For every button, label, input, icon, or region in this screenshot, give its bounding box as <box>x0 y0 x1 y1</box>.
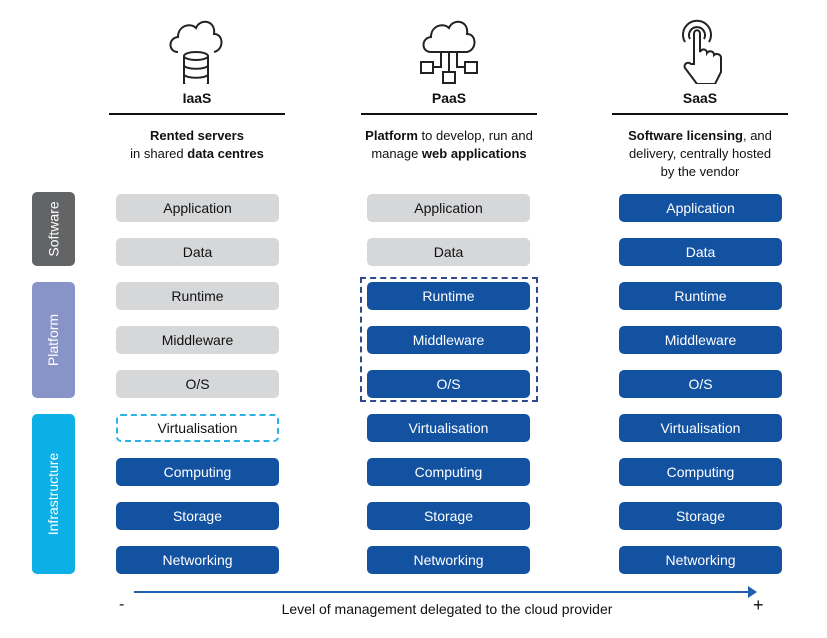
description-line: Software licensing, and <box>605 127 795 145</box>
iaas-layer-middleware: Middleware <box>116 326 279 354</box>
arrowhead-icon <box>748 586 757 598</box>
paas-layer-middleware: Middleware <box>367 326 530 354</box>
description-line: Platform to develop, run and <box>354 127 544 145</box>
iaas-layer-networking: Networking <box>116 546 279 574</box>
iaas-layer-computing: Computing <box>116 458 279 486</box>
paas-layer-storage: Storage <box>367 502 530 530</box>
category-label: Infrastructure <box>45 452 62 536</box>
saas-layer-data: Data <box>619 238 782 266</box>
saas-layer-virtualisation: Virtualisation <box>619 414 782 442</box>
saas-title: SaaS <box>682 90 718 106</box>
iaas-layer-runtime: Runtime <box>116 282 279 310</box>
description-text: , and <box>742 128 772 143</box>
cloud-network-icon <box>420 20 478 84</box>
category-label: Platform <box>45 313 62 367</box>
category-label: Software <box>45 201 62 257</box>
iaas-layer-storage: Storage <box>116 502 279 530</box>
saas-layer-networking: Networking <box>619 546 782 574</box>
iaas-title: IaaS <box>182 90 212 106</box>
description-bold-text: web applications <box>421 146 527 161</box>
iaas-layer-virtualisation: Virtualisation <box>116 414 279 442</box>
category-infrastructure: Infrastructure <box>32 414 75 574</box>
paas-title: PaaS <box>431 90 467 106</box>
paas-layer-application: Application <box>367 194 530 222</box>
iaas-layer-application: Application <box>116 194 279 222</box>
iaas-layer-data: Data <box>116 238 279 266</box>
axis-label: Level of management delegated to the clo… <box>281 601 613 617</box>
description-text: by the vendor <box>660 164 740 179</box>
saas-layer-application: Application <box>619 194 782 222</box>
axis-plus: + <box>753 595 764 615</box>
iaas-description: Rented servers in shared data centres <box>102 127 292 163</box>
description-text: to develop, run and <box>417 128 533 143</box>
saas-layer-os: O/S <box>619 370 782 398</box>
saas-layer-middleware: Middleware <box>619 326 782 354</box>
saas-layer-runtime: Runtime <box>619 282 782 310</box>
description-bold-text: Rented servers <box>150 128 244 143</box>
iaas-divider <box>109 113 285 115</box>
paas-layer-data: Data <box>367 238 530 266</box>
description-line: delivery, centrally hosted <box>605 145 795 163</box>
paas-divider <box>361 113 537 115</box>
description-bold-text: Platform <box>365 128 418 143</box>
axis-minus: - <box>119 596 125 613</box>
description-text: manage <box>371 146 422 161</box>
paas-layer-runtime: Runtime <box>367 282 530 310</box>
category-software: Software <box>32 192 75 266</box>
paas-layer-virtualisation: Virtualisation <box>367 414 530 442</box>
paas-managed-group-outline <box>360 277 538 402</box>
description-line: Rented servers <box>102 127 292 145</box>
saas-divider <box>612 113 788 115</box>
cloud-database-icon <box>169 20 223 84</box>
axis-arrow-line <box>134 591 750 593</box>
iaas-layer-os: O/S <box>116 370 279 398</box>
description-bold-text: Software licensing <box>628 128 743 143</box>
description-text: delivery, centrally hosted <box>628 146 772 161</box>
paas-layer-networking: Networking <box>367 546 530 574</box>
saas-layer-computing: Computing <box>619 458 782 486</box>
description-line: manage web applications <box>354 145 544 163</box>
paas-layer-computing: Computing <box>367 458 530 486</box>
saas-layer-storage: Storage <box>619 502 782 530</box>
paas-layer-os: O/S <box>367 370 530 398</box>
touch-hand-icon <box>682 19 722 84</box>
description-bold-text: data centres <box>187 146 264 161</box>
description-text: in shared <box>130 146 188 161</box>
description-line: by the vendor <box>605 163 795 181</box>
description-line: in shared data centres <box>102 145 292 163</box>
category-platform: Platform <box>32 282 75 398</box>
